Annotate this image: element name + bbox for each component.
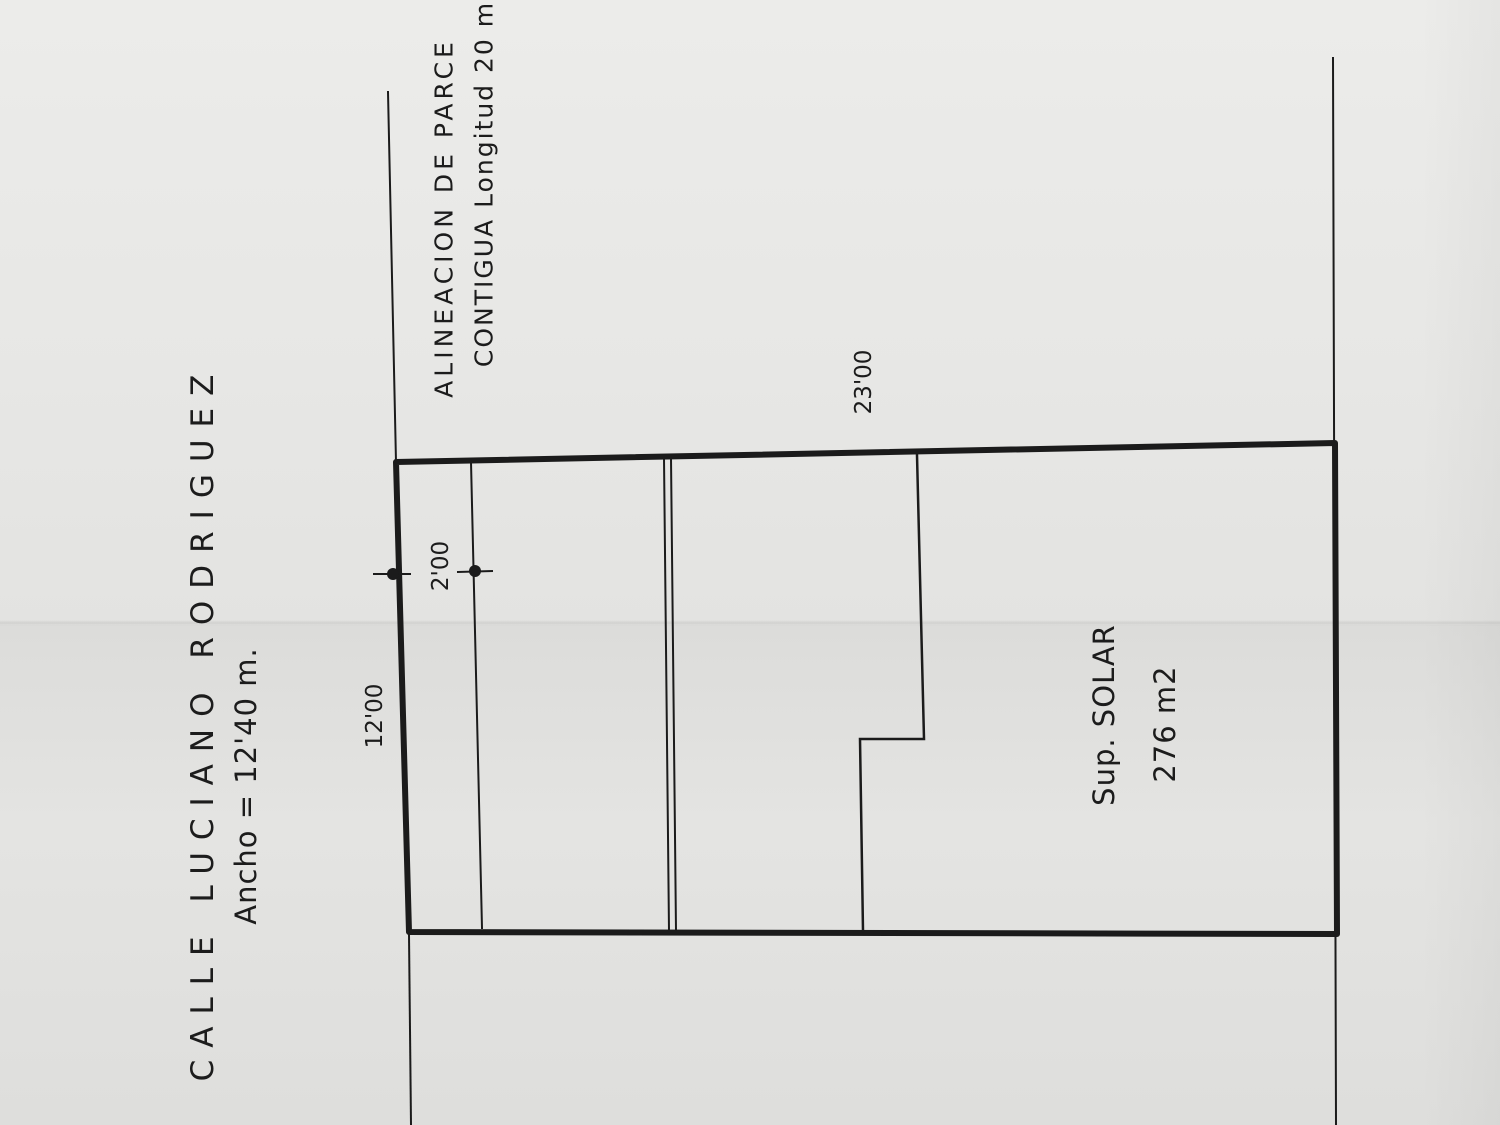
setback-dimension: 2'00 [428,540,454,592]
double-line-b [669,456,678,933]
plot-outline [393,440,1340,937]
building-step-line [858,453,926,933]
setback-line [469,460,484,930]
street-line-bottom [407,933,413,1125]
depth-dimension: 23'00 [851,349,877,415]
paper-fold [0,620,1500,626]
adjacent-alignment-label: ALINEACION DE PARCE [429,38,459,398]
dim-dot-setback [469,565,481,577]
front-dimension: 12'00 [362,683,388,749]
dim-dot-street [387,568,399,580]
double-line-a [662,456,671,933]
plot-label: Sup. SOLAR [1087,624,1121,806]
paper-top [0,0,1500,625]
paper-edge-shadow [1420,0,1500,1125]
adjacent-length-label: CONTIGUA Longitud 20 m [469,0,499,368]
street-width: Ancho = 12'40 m. [229,647,263,925]
paper-bottom [0,625,1500,1125]
plot-area: 276 m2 [1148,665,1182,783]
adjacent-alignment-line [386,90,398,464]
street-name: CALLE LUCIANO RODRIGUEZ [185,362,221,1082]
